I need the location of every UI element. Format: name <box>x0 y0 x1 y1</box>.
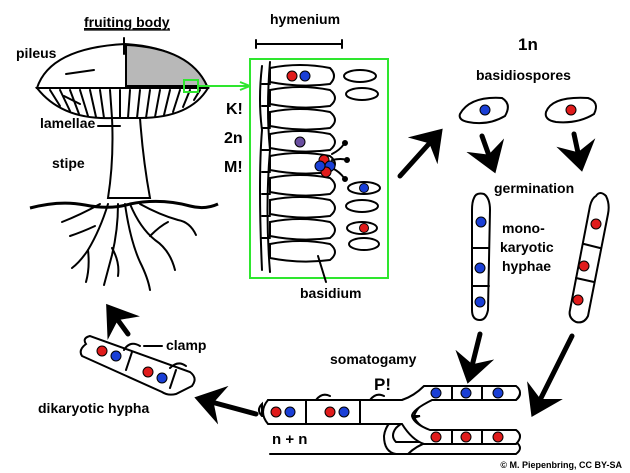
dikaryon-label: n + n <box>272 431 307 448</box>
dikaryotic-hypha-label: dikaryotic hypha <box>38 400 149 416</box>
dikaryotic-hypha <box>79 334 196 396</box>
arrow-germination-red <box>556 131 596 172</box>
monokaryotic-label-line1: mono- <box>502 220 545 236</box>
basidiospore-blue <box>458 96 509 125</box>
monokaryotic-hypha-blue <box>471 192 492 322</box>
ground-line <box>29 199 219 210</box>
hymenium-bracket <box>255 39 343 49</box>
stipe-label: stipe <box>52 155 85 171</box>
haploid-label: 1n <box>518 35 538 54</box>
lamellae-label: lamellae <box>40 115 95 131</box>
credit-text: © M. Piepenbring, CC BY-SA <box>500 460 622 470</box>
basidiospore-red <box>544 96 597 124</box>
arrow-to-basidiospores <box>397 128 443 179</box>
mycelium <box>61 203 197 291</box>
basidium-label: basidium <box>300 285 361 301</box>
monokaryotic-label-line2: karyotic <box>500 239 554 255</box>
arrow-germination-blue <box>466 133 505 174</box>
germination-label: germination <box>494 180 574 196</box>
arrow-to-fruiting-body <box>106 303 140 340</box>
fused-hyphae <box>258 385 521 455</box>
stipe-shape <box>106 117 152 199</box>
pileus-label: pileus <box>16 45 57 61</box>
arrow-somatogamy-blue <box>455 331 495 384</box>
monokaryotic-label-line3: hyphae <box>502 258 551 274</box>
plasmogamy-label: P! <box>374 375 391 394</box>
arrow-somatogamy-red <box>527 333 575 417</box>
lamellae-outline <box>34 87 210 120</box>
somatogamy-label: somatogamy <box>330 351 417 367</box>
hymenium-cells <box>259 61 381 283</box>
arrow-to-dikaryotic-hypha <box>194 385 259 425</box>
karyogamy-label: K! <box>226 101 243 118</box>
diploid-label: 2n <box>224 130 243 147</box>
monokaryotic-hypha-red <box>568 192 610 324</box>
mushroom-fruiting-body <box>29 37 219 291</box>
basidiospores-label: basidiospores <box>476 67 571 83</box>
fruiting-body-label: fruiting body <box>84 14 170 30</box>
hymenium-label: hymenium <box>270 11 340 27</box>
clamp-label: clamp <box>166 337 206 353</box>
meiosis-label: M! <box>224 159 243 176</box>
